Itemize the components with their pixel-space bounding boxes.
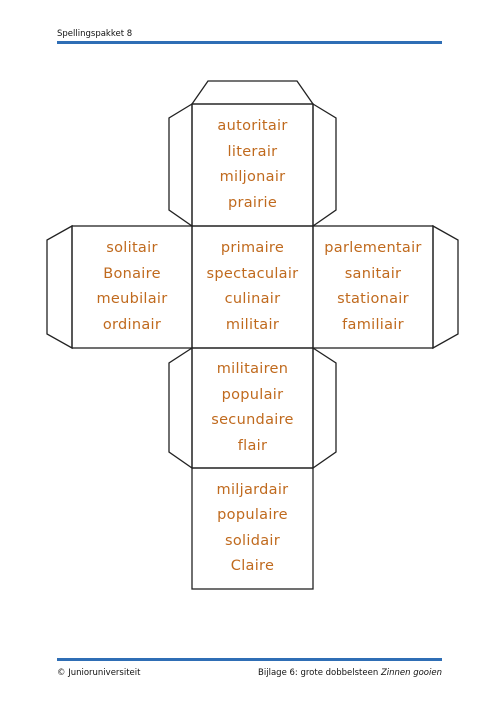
word: populair	[221, 386, 284, 403]
word: populaire	[217, 507, 288, 523]
face-right: parlementair sanitair stationair familia…	[313, 226, 433, 348]
word: militair	[225, 316, 280, 333]
bottom-face-box	[191, 467, 314, 590]
word: primaire	[220, 240, 285, 256]
word: solidair	[225, 532, 280, 549]
face-center: primaire spectaculair culinair militair	[192, 226, 313, 348]
lower-right-flap	[312, 346, 337, 470]
face-left: solitair Bonaire meubilair ordinair	[72, 226, 192, 348]
word: miljonair	[219, 169, 286, 185]
word: solitair	[106, 240, 158, 256]
word: prairie	[227, 194, 278, 211]
face-top: autoritair literair miljonair prairie	[192, 104, 313, 226]
footer-attachment-prefix: Bijlage 6: grote dobbelsteen	[258, 668, 381, 678]
face-bottom: miljardair populaire solidair Claire	[192, 468, 313, 589]
word: culinair	[224, 291, 281, 307]
left-outer-flap	[46, 224, 73, 350]
word: stationair	[337, 291, 409, 307]
header-rule	[57, 41, 442, 44]
word: meubilair	[96, 291, 168, 307]
word: autoritair	[217, 118, 288, 134]
word: flair	[237, 437, 268, 454]
lower-left-flap	[168, 346, 193, 470]
face-lower: militairen populair secundaire flair	[192, 348, 313, 468]
footer-copyright: © Junioruniversiteit	[57, 668, 141, 678]
word: spectaculair	[206, 265, 299, 282]
top-left-flap	[168, 102, 193, 228]
word: Bonaire	[103, 265, 161, 282]
top-cap-flap	[190, 80, 315, 105]
word: literair	[227, 143, 278, 160]
word: sanitair	[344, 265, 402, 282]
word: ordinair	[102, 316, 162, 333]
footer-rule	[57, 658, 442, 661]
word: miljardair	[216, 481, 289, 498]
document-header-title: Spellingspakket 8	[57, 29, 133, 39]
word: parlementair	[324, 240, 422, 256]
top-right-flap	[312, 102, 337, 228]
word: familiair	[342, 316, 404, 333]
footer-attachment-title: Zinnen gooien	[380, 668, 442, 678]
word: militairen	[216, 361, 289, 377]
right-outer-flap	[432, 224, 459, 350]
word: Claire	[230, 558, 275, 574]
footer-attachment-label: Bijlage 6: grote dobbelsteen Zinnen gooi…	[258, 668, 442, 678]
word: secundaire	[211, 412, 294, 428]
